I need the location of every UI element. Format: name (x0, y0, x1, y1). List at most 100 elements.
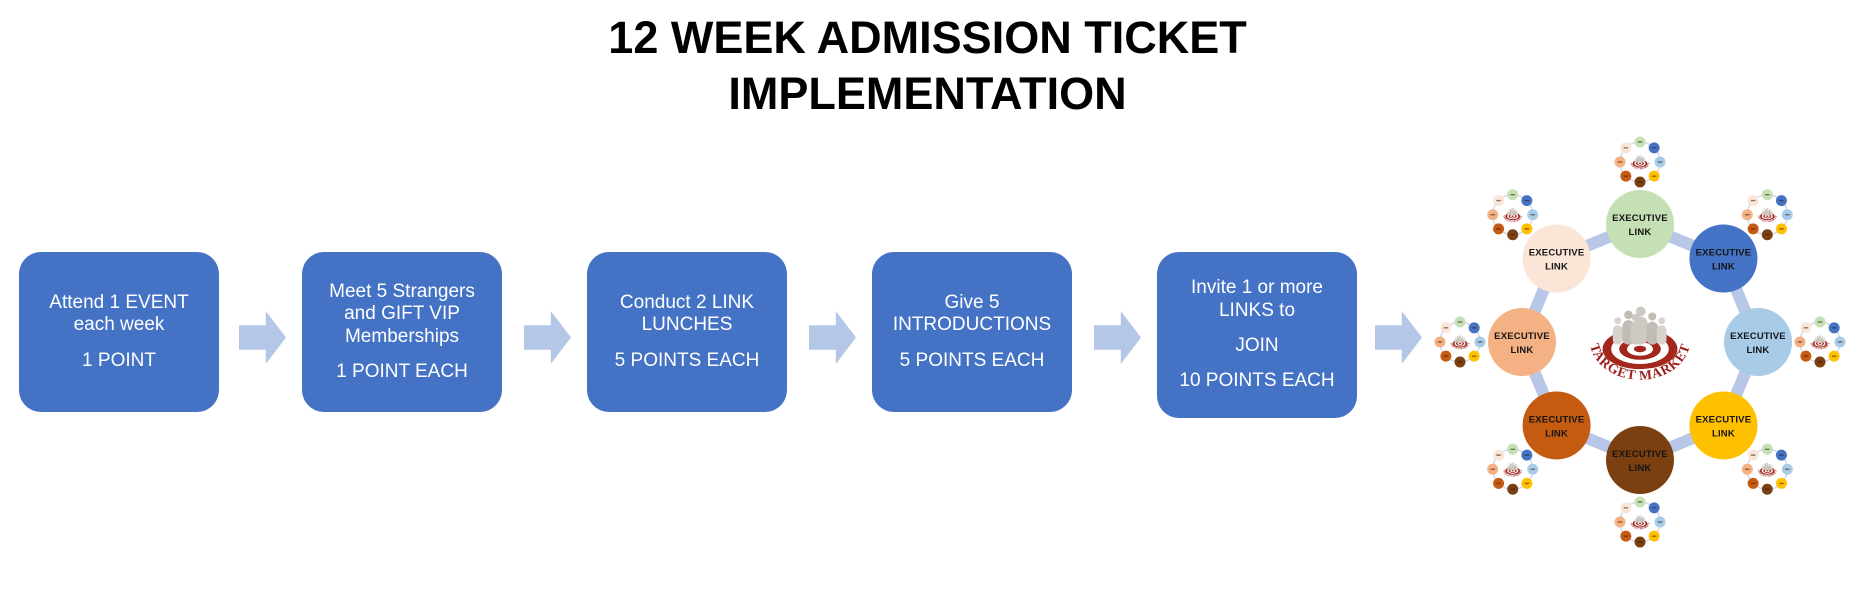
satellite-cluster-lower-right (1741, 443, 1793, 495)
satellite-dot-label (1443, 355, 1449, 357)
satellite-dot-label (1510, 194, 1516, 196)
node-label-line2: LINK (1629, 227, 1652, 238)
satellite-dot-label (1750, 454, 1756, 456)
satellite-dot-label (1623, 175, 1629, 177)
satellite-dot-label (1496, 482, 1501, 485)
step-points-text: 5 POINTS EACH (614, 349, 760, 371)
satellite-dot-label (1623, 507, 1629, 509)
step-points-text: 10 POINTS EACH (1179, 370, 1335, 392)
step-main-text: Invite 1 or more LINKS to (1191, 277, 1323, 321)
satellite-dot-label (1530, 214, 1536, 216)
node-label-line1: EXECUTIVE (1730, 331, 1786, 342)
step-points-text: 5 POINTS EACH (899, 349, 1045, 371)
executive-link-node-bottom (1606, 426, 1674, 494)
satellite-dot-label (1831, 327, 1837, 329)
satellite-dot-label (1524, 228, 1530, 230)
step-box-3: Conduct 2 LINK LUNCHES 5 POINTS EACH (587, 252, 787, 412)
satellite-cluster-left (1434, 316, 1486, 368)
satellite-dot-label (1651, 175, 1657, 177)
satellite-dot-label (1764, 234, 1770, 236)
satellite-dot-label (1457, 321, 1463, 323)
node-label-line2: LINK (1712, 428, 1735, 439)
satellite-dot-label (1471, 355, 1477, 357)
satellite-dot-label (1744, 214, 1750, 216)
satellite-dot-label (1623, 535, 1629, 537)
satellite-dot-label (1496, 228, 1501, 230)
satellite-dot-label (1784, 468, 1790, 470)
satellite-dot-label (1750, 199, 1756, 202)
satellite-dot-label (1831, 355, 1837, 357)
node-label-line2: LINK (1747, 345, 1770, 356)
satellite-dot-label (1779, 228, 1784, 230)
step-main-text: Give 5 INTRODUCTIONS (892, 291, 1052, 336)
satellite-dot-label (1510, 234, 1516, 236)
flow-arrow-3 (809, 311, 856, 364)
node-label-line2: LINK (1712, 262, 1735, 273)
satellite-dot-label (1637, 141, 1643, 143)
executive-link-node-lower-left (1522, 391, 1591, 460)
satellite-dot-label (1457, 361, 1463, 363)
executive-link-node-top (1606, 190, 1674, 258)
satellite-dot-label (1657, 521, 1663, 523)
satellite-dot-label (1750, 482, 1756, 485)
mini-target-market-logo (1809, 335, 1831, 351)
mini-target-market-logo (1756, 462, 1779, 478)
network-diagram: TARGET MARKET EXECUTIVELINKEXECUTIVELINK… (1434, 136, 1846, 548)
satellite-dot-label (1490, 214, 1496, 216)
step-box-5: Invite 1 or more LINKS to JOIN 10 POINTS… (1157, 252, 1357, 418)
satellite-dot-label (1637, 501, 1643, 503)
mini-target-market-logo (1756, 207, 1779, 224)
satellite-cluster-lower-left (1487, 443, 1539, 495)
satellite-dot-label (1837, 341, 1843, 343)
mini-target-market-logo (1502, 462, 1524, 478)
executive-link-node-upper-left (1522, 224, 1591, 293)
mini-target-market-logo (1449, 335, 1471, 351)
satellite-dot-label (1779, 199, 1784, 202)
satellite-dot-label (1651, 507, 1657, 509)
satellite-dot-label (1750, 228, 1756, 230)
satellite-dot-label (1764, 488, 1770, 490)
executive-link-node-right (1724, 308, 1792, 376)
satellite-dot-label (1817, 321, 1823, 323)
satellite-dot-label (1617, 521, 1623, 523)
satellite-dot-label (1764, 194, 1770, 196)
title-line-2: IMPLEMENTATION (728, 68, 1127, 119)
satellite-dot-label (1651, 147, 1657, 149)
satellite-dot-label (1496, 454, 1501, 456)
step-points-text: 1 POINT (82, 349, 156, 371)
satellite-dot-label (1764, 448, 1770, 450)
node-label-line1: EXECUTIVE (1612, 449, 1668, 460)
satellite-dot-label (1437, 341, 1443, 343)
satellite-dot-label (1817, 361, 1823, 363)
node-label-line2: LINK (1545, 262, 1568, 273)
satellite-dot-label (1744, 468, 1750, 470)
center-target-market-logo (1587, 306, 1694, 384)
satellite-dot-label (1637, 541, 1643, 543)
satellite-dot-label (1651, 535, 1657, 537)
satellite-cluster-top (1614, 136, 1666, 188)
satellite-dot-label (1524, 482, 1530, 485)
satellite-dot-label (1524, 454, 1530, 456)
satellite-dot-label (1784, 214, 1790, 216)
satellite-dot-label (1471, 327, 1477, 329)
page-title: 12 WEEK ADMISSION TICKET IMPLEMENTATION (0, 10, 1855, 122)
satellite-dot-label (1779, 454, 1784, 456)
node-label-line2: LINK (1511, 345, 1534, 356)
step-main-text: Attend 1 EVENT each week (49, 291, 189, 336)
satellite-dot-label (1530, 468, 1536, 470)
node-label-line1: EXECUTIVE (1494, 331, 1550, 342)
satellite-cluster-upper-right (1741, 189, 1793, 241)
node-label-line1: EXECUTIVE (1529, 248, 1585, 259)
satellite-dot-label (1657, 161, 1663, 163)
node-label-line1: EXECUTIVE (1696, 248, 1752, 259)
step-main-text: Meet 5 Strangers and GIFT VIP Membership… (329, 280, 475, 347)
node-label-line1: EXECUTIVE (1696, 414, 1752, 425)
step-mid-text: JOIN (1235, 335, 1279, 356)
executive-link-node-upper-right (1689, 224, 1758, 293)
node-label-line2: LINK (1545, 428, 1568, 439)
node-label-line1: EXECUTIVE (1529, 414, 1585, 425)
node-label-line2: LINK (1629, 463, 1652, 474)
flow-arrow-1 (239, 311, 286, 364)
satellite-dot-label (1477, 341, 1483, 343)
